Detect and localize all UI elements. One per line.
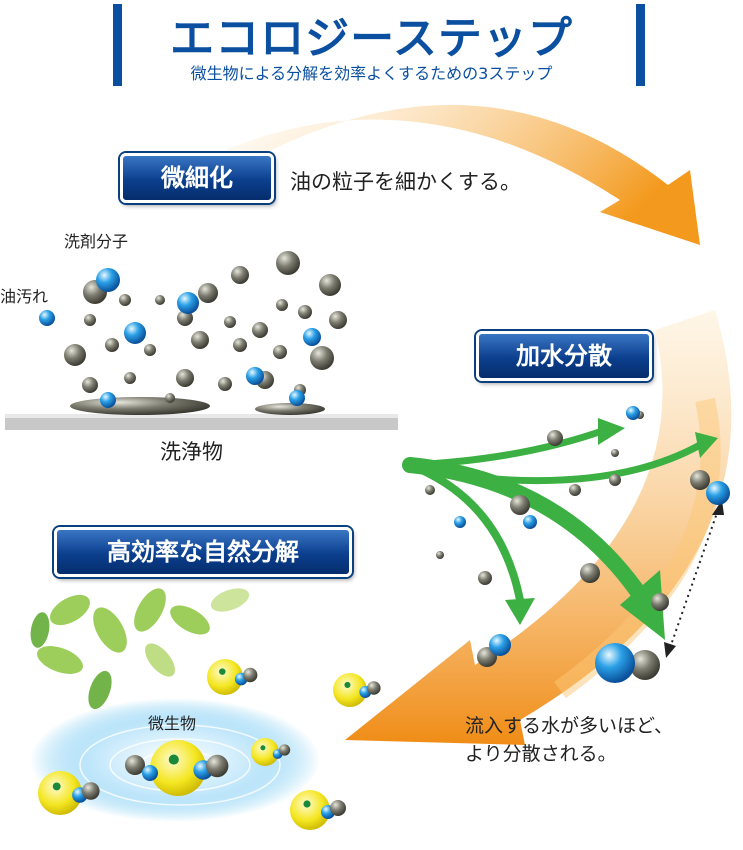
oil-particle bbox=[436, 551, 444, 559]
microbe bbox=[150, 740, 206, 796]
label-oil-stain: 油汚れ bbox=[0, 287, 49, 306]
oil-particle bbox=[105, 338, 119, 352]
label-microbe: 微生物 bbox=[148, 714, 197, 733]
oil-particle bbox=[82, 377, 98, 393]
oil-particle bbox=[425, 485, 435, 495]
microbe bbox=[290, 790, 330, 830]
detergent-molecule bbox=[124, 322, 146, 344]
oil-particle bbox=[198, 283, 218, 303]
detergent-molecule bbox=[100, 392, 116, 408]
oil-particle bbox=[144, 344, 156, 356]
microbe-eye bbox=[219, 668, 226, 675]
step1-badge: 微細化 bbox=[120, 153, 274, 203]
microbe bbox=[207, 659, 243, 695]
oil-particle bbox=[206, 754, 229, 778]
title-bar-right bbox=[636, 4, 645, 86]
title-bar-left bbox=[113, 4, 122, 86]
oil-particle bbox=[233, 338, 247, 352]
oil-particle bbox=[155, 295, 165, 305]
microbe-eye bbox=[260, 745, 266, 751]
oil-particle bbox=[510, 495, 530, 515]
detergent-molecule bbox=[523, 515, 537, 529]
oil-particle bbox=[298, 305, 312, 319]
oil-particle bbox=[611, 449, 619, 457]
microbe-eye bbox=[303, 800, 311, 808]
microbe bbox=[38, 771, 82, 815]
detergent-molecule bbox=[626, 406, 640, 420]
oil-particle bbox=[64, 344, 86, 366]
microbe bbox=[333, 673, 367, 707]
oil-particle bbox=[84, 314, 96, 326]
oil-particle bbox=[124, 372, 136, 384]
microbe-eye bbox=[344, 681, 351, 688]
microbe-eye bbox=[52, 782, 61, 791]
oil-particle bbox=[279, 744, 291, 756]
oil-particle bbox=[630, 650, 660, 680]
detergent-molecule bbox=[142, 765, 158, 781]
page-subtitle: 微生物による分解を効率よくするための3ステップ bbox=[190, 64, 553, 83]
leaves-illustration bbox=[30, 588, 250, 710]
detergent-molecule bbox=[39, 310, 55, 326]
page-title: エコロジーステップ bbox=[170, 13, 573, 64]
oil-particle bbox=[690, 470, 710, 490]
oil-particle bbox=[224, 316, 236, 328]
oil-particle bbox=[119, 294, 131, 306]
oil-particle bbox=[231, 266, 249, 284]
detergent-molecule bbox=[595, 643, 635, 683]
detergent-molecule bbox=[706, 481, 730, 505]
oil-particle bbox=[580, 563, 600, 583]
orange-arrow-top bbox=[225, 104, 700, 245]
oil-particle bbox=[367, 681, 381, 695]
label-washed-object: 洗浄物 bbox=[160, 440, 223, 464]
oil-particle bbox=[176, 369, 194, 387]
detergent-molecule bbox=[489, 634, 511, 656]
oil-particle bbox=[165, 393, 175, 403]
oil-particle bbox=[310, 346, 334, 370]
oil-particle bbox=[191, 331, 209, 349]
detergent-molecule bbox=[454, 516, 466, 528]
oil-particle bbox=[609, 474, 621, 486]
oil-particle bbox=[82, 782, 100, 800]
orange-arrow-bottom bbox=[345, 310, 732, 745]
detergent-molecule bbox=[246, 367, 264, 385]
green-arrows bbox=[402, 426, 704, 604]
label-detergent-molecule: 洗剤分子 bbox=[64, 232, 129, 251]
step2-badge: 加水分散 bbox=[476, 331, 652, 381]
oil-particle bbox=[319, 274, 341, 296]
oil-particle bbox=[547, 430, 563, 446]
detergent-molecule bbox=[303, 328, 321, 346]
oil-particle bbox=[569, 484, 581, 496]
step1-description: 油の粒子を細かくする。 bbox=[290, 170, 521, 194]
oil-particle bbox=[218, 377, 232, 391]
detergent-molecule bbox=[177, 292, 199, 314]
oil-particle bbox=[252, 322, 268, 338]
step2-note-line1: 流入する水が多いほど、 bbox=[465, 715, 674, 737]
oil-particle bbox=[273, 345, 287, 359]
step2-note: 流入する水が多いほど、 より分散される。 bbox=[465, 712, 673, 768]
oil-particle bbox=[651, 593, 669, 611]
oil-particle bbox=[329, 311, 347, 329]
microbe bbox=[251, 738, 279, 766]
detergent-molecule bbox=[96, 268, 120, 292]
step3-badge: 高効率な自然分解 bbox=[54, 527, 352, 577]
oil-particle bbox=[478, 571, 492, 585]
oil-particle bbox=[330, 800, 346, 816]
detergent-molecule bbox=[289, 390, 305, 406]
oil-particle bbox=[125, 755, 145, 775]
oil-particle bbox=[243, 667, 258, 683]
oil-particle bbox=[276, 299, 288, 311]
oil-particle bbox=[177, 310, 193, 326]
step2-note-line2: より分散される。 bbox=[465, 743, 617, 765]
microbe-eye bbox=[168, 754, 179, 765]
oil-particle bbox=[276, 251, 300, 275]
